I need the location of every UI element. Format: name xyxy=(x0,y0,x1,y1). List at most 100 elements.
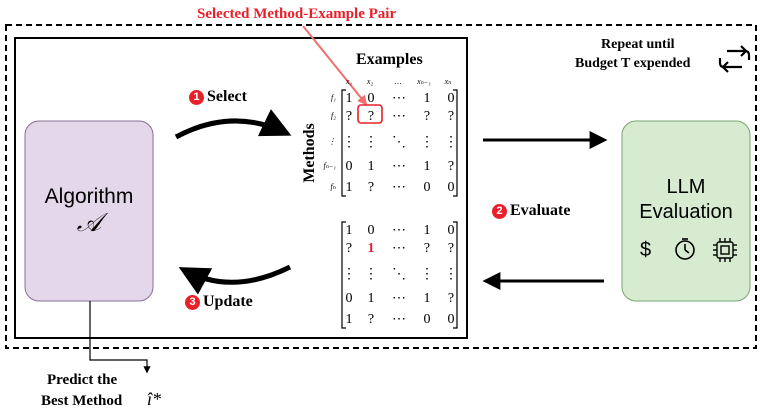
matrix-cell: ⋱ xyxy=(392,135,406,150)
row-header: ⋮ xyxy=(328,137,336,146)
column-header: … xyxy=(394,77,402,86)
matrix-cell: 0 xyxy=(447,91,455,106)
inner-solid-frame xyxy=(14,37,468,339)
prediction-arrow xyxy=(89,301,151,374)
matrix-cell: ? xyxy=(367,109,375,124)
matrix-cell: 0 xyxy=(423,312,431,327)
matrix-cell: 1 xyxy=(367,159,375,174)
matrix-cell: 0 xyxy=(447,223,455,238)
column-header: xₙ₋₁ xyxy=(417,77,431,86)
matrix-cell: ⋯ xyxy=(392,109,406,124)
algorithm-symbol: 𝒜 xyxy=(76,208,102,237)
outer-dashed-frame xyxy=(5,24,757,349)
repeat-line1: Repeat until xyxy=(601,37,675,52)
chip-icon xyxy=(713,238,737,262)
matrix-cell: 1 xyxy=(367,241,375,256)
matrix-cell: ⋮ xyxy=(420,135,434,150)
prediction-line2: Best Method xyxy=(41,393,123,409)
selected-pair-label: Selected Method-Example Pair xyxy=(197,6,397,22)
row-header: fₙ xyxy=(330,182,336,191)
matrix-cell: ? xyxy=(447,241,455,256)
llm-title-line2: Evaluation xyxy=(639,201,733,223)
step-evaluate-number: 2 xyxy=(492,203,507,219)
step-update-number: 3 xyxy=(185,294,200,310)
matrix-cell: 1 xyxy=(423,223,431,238)
column-header: xₙ xyxy=(444,77,452,86)
examples-label: Examples xyxy=(356,51,423,68)
matrix-cell: ⋮ xyxy=(364,135,378,150)
repeat-loop-icon xyxy=(718,45,751,73)
top-matrix-left-bracket xyxy=(341,89,346,197)
matrix-cell: ⋮ xyxy=(342,135,356,150)
matrix-cell: 0 xyxy=(345,291,353,306)
selected-cell-highlight xyxy=(357,104,383,124)
dollar-icon: $ xyxy=(640,239,652,261)
matrix-cell: 0 xyxy=(447,312,455,327)
matrix-cell: ? xyxy=(423,109,431,124)
matrix-cell: 0 xyxy=(345,159,353,174)
matrix-cell: ⋯ xyxy=(392,241,406,256)
matrix-cell: ? xyxy=(447,291,455,306)
step-update-label: Update xyxy=(203,293,253,310)
matrix-cell: 1 xyxy=(345,180,353,195)
matrix-cell: ⋯ xyxy=(392,159,406,174)
matrix-cell: ⋯ xyxy=(392,180,406,195)
step-evaluate-label: Evaluate xyxy=(510,202,571,219)
matrix-cell: ? xyxy=(345,241,353,256)
bottom-matrix-left-bracket xyxy=(341,221,346,329)
prediction-symbol: î* xyxy=(147,389,162,409)
matrix-cell: ⋯ xyxy=(392,91,406,106)
matrix-cell: 0 xyxy=(367,91,375,106)
llm-evaluation-box xyxy=(621,120,751,302)
matrix-cell: 1 xyxy=(423,291,431,306)
row-header: f₂ xyxy=(330,111,336,120)
llm-title-line1: LLM xyxy=(666,176,706,198)
prediction-line1: Predict the xyxy=(47,372,118,388)
algorithm-box xyxy=(24,120,154,302)
matrix-cell: 1 xyxy=(345,91,353,106)
matrix-cell: 1 xyxy=(423,91,431,106)
column-header: x₂ xyxy=(366,77,374,86)
bottom-matrix-right-bracket xyxy=(453,221,458,329)
row-header: fₙ₋₁ xyxy=(323,161,336,170)
matrix-cell: ⋮ xyxy=(420,267,434,282)
matrix-cell: 1 xyxy=(345,223,353,238)
step-select-label: Select xyxy=(207,88,247,105)
update-arrow xyxy=(178,264,292,295)
matrix-cell: ⋮ xyxy=(444,267,458,282)
matrix-cell: ? xyxy=(367,312,375,327)
matrix-cell: ⋯ xyxy=(392,312,406,327)
matrix-cell: 1 xyxy=(367,291,375,306)
matrix-cell: ⋯ xyxy=(392,291,406,306)
row-header: f₁ xyxy=(330,93,336,102)
matrix-cell: ⋮ xyxy=(342,267,356,282)
methods-label: Methods xyxy=(301,123,318,183)
matrix-cell: 0 xyxy=(367,223,375,238)
matrix-cell: 0 xyxy=(423,180,431,195)
top-matrix-right-bracket xyxy=(453,89,458,197)
matrix-cell: ? xyxy=(345,109,353,124)
matrix-cell: ? xyxy=(447,109,455,124)
matrix-cell: ⋯ xyxy=(392,223,406,238)
matrix-cell: 0 xyxy=(447,180,455,195)
matrix-cell: ⋱ xyxy=(392,267,406,282)
matrix-cell: ⋮ xyxy=(364,267,378,282)
callout-line xyxy=(302,25,368,106)
matrix-cell: ⋮ xyxy=(444,135,458,150)
column-header: x₁ xyxy=(345,77,353,86)
select-arrow xyxy=(174,109,292,140)
matrix-cell: 1 xyxy=(423,159,431,174)
repeat-line2: Budget T expended xyxy=(575,56,691,71)
timer-icon xyxy=(675,238,695,260)
matrix-cell: 1 xyxy=(345,312,353,327)
matrix-cell: ? xyxy=(447,159,455,174)
step-select-number: 1 xyxy=(189,89,204,105)
algorithm-title: Algorithm xyxy=(44,185,134,208)
matrix-cell: ? xyxy=(423,241,431,256)
matrix-cell: ? xyxy=(367,180,375,195)
